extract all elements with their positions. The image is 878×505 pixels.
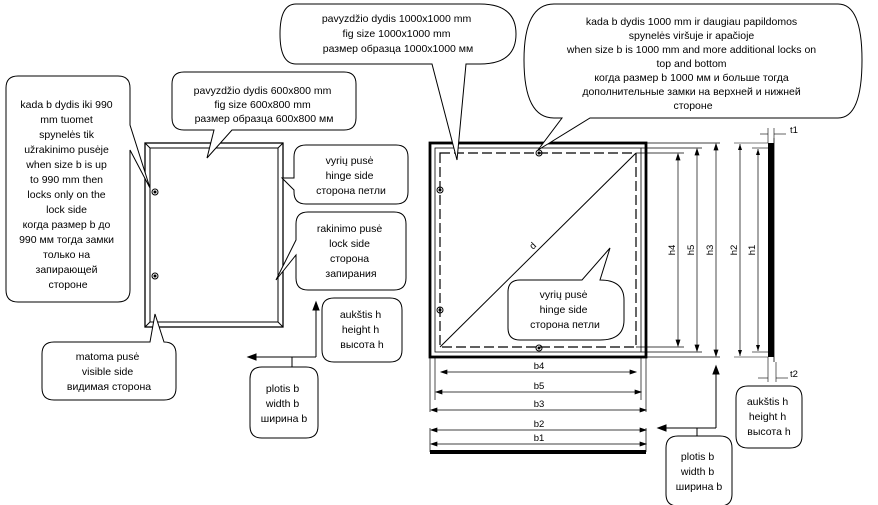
dim-h5: h5 bbox=[686, 245, 697, 256]
callout-fig-1000 bbox=[279, 3, 517, 161]
callout-fig-600 bbox=[171, 71, 357, 159]
lock-icon bbox=[151, 272, 159, 280]
callout-height-right bbox=[735, 385, 803, 449]
width-right-text: plotis b width b ширина b bbox=[676, 451, 723, 493]
dim-h1: h1 bbox=[747, 245, 758, 256]
side-profile bbox=[734, 128, 788, 382]
lock-icon bbox=[151, 188, 159, 196]
dim-b5: b5 bbox=[534, 381, 545, 392]
lock-side-text: rakinimo pusė lock side сторона запирани… bbox=[317, 223, 385, 280]
height-right-text: aukštis h height h высота h bbox=[747, 396, 791, 438]
left-axis-arrows bbox=[246, 300, 320, 368]
height-left-text: aukštis h height h высота h bbox=[340, 309, 384, 351]
height-dimensions-front bbox=[636, 142, 720, 358]
fig-600-text: pavyzdžio dydis 600x800 mm fig size 600x… bbox=[194, 85, 335, 125]
right-door bbox=[428, 141, 648, 359]
top-right-text: kada b dydis 1000 mm ir daugiau papildom… bbox=[566, 16, 819, 112]
dim-t1: t1 bbox=[790, 125, 798, 136]
dim-b3: b3 bbox=[534, 399, 545, 410]
callout-width-left bbox=[249, 366, 319, 439]
dim-h4: h4 bbox=[667, 245, 678, 256]
left-door bbox=[144, 142, 284, 328]
dim-b2: b2 bbox=[534, 419, 545, 430]
callout-left-lock bbox=[5, 75, 151, 303]
dim-b4: b4 bbox=[534, 361, 545, 372]
dim-h2: h2 bbox=[729, 245, 740, 256]
width-left-text: plotis b width b ширина b bbox=[261, 383, 308, 425]
callout-visible-side bbox=[41, 313, 177, 401]
hinge-right-text: vyrių pusė hinge side сторона петли bbox=[530, 289, 600, 331]
width-dimensions bbox=[429, 357, 648, 452]
callout-hinge-right bbox=[507, 247, 625, 341]
callout-height-left bbox=[321, 297, 403, 363]
dim-h3: h3 bbox=[705, 245, 716, 256]
left-lock-text: kada b dydis iki 990 mm tuomet spynelės … bbox=[19, 99, 117, 291]
callout-width-right bbox=[665, 435, 733, 505]
fig-1000-text: pavyzdžio dydis 1000x1000 mm fig size 10… bbox=[322, 13, 474, 55]
hinge-left-text: vyrių pusė hinge side сторона петли bbox=[316, 155, 386, 197]
bottom-profile bbox=[430, 450, 646, 454]
callout-lock-side bbox=[275, 211, 407, 291]
callout-top-right bbox=[523, 3, 863, 151]
visible-side-text: matoma pusė visible side видимая сторона bbox=[67, 351, 151, 393]
callout-hinge-left bbox=[280, 144, 409, 205]
dim-diagonal: d bbox=[527, 240, 539, 252]
dim-t2: t2 bbox=[790, 369, 798, 380]
dim-b1: b1 bbox=[534, 433, 545, 444]
right-axis-arrows bbox=[656, 364, 720, 442]
